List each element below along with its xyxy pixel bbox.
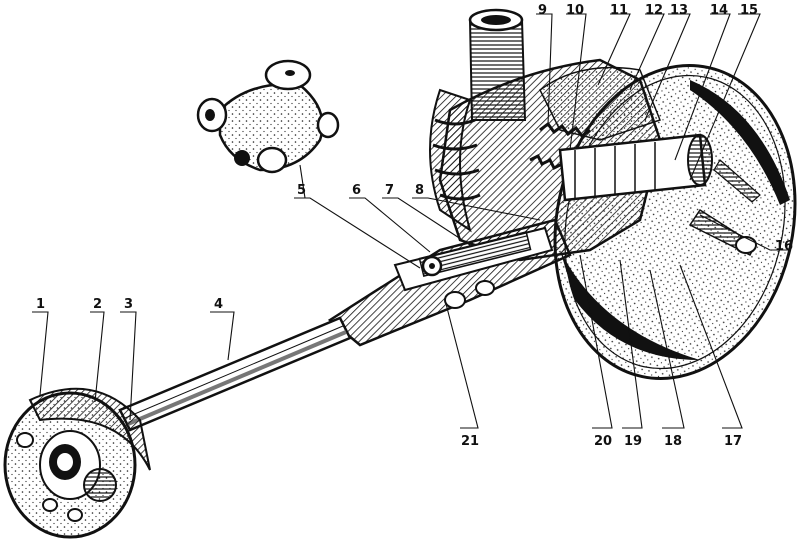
label-15: 15 bbox=[740, 3, 758, 18]
label-10: 10 bbox=[566, 3, 584, 18]
callout-labels: 1 2 3 4 5 6 7 8 9 10 11 12 13 14 15 16 1… bbox=[36, 3, 793, 449]
long-shaft bbox=[118, 316, 352, 432]
label-14: 14 bbox=[710, 3, 728, 18]
label-13: 13 bbox=[670, 3, 688, 18]
label-7: 7 bbox=[385, 183, 394, 198]
label-9: 9 bbox=[538, 3, 547, 18]
label-19: 19 bbox=[624, 434, 642, 449]
label-12: 12 bbox=[645, 3, 663, 18]
label-18: 18 bbox=[664, 434, 682, 449]
universal-joint-spider bbox=[196, 59, 340, 174]
label-16: 16 bbox=[775, 239, 793, 254]
label-17: 17 bbox=[724, 434, 742, 449]
label-21: 21 bbox=[461, 434, 479, 449]
drag-link-assembly bbox=[327, 218, 572, 347]
label-11: 11 bbox=[610, 3, 628, 18]
label-5: 5 bbox=[297, 183, 306, 198]
label-1: 1 bbox=[36, 297, 45, 312]
label-3: 3 bbox=[124, 297, 133, 312]
gear-housing bbox=[438, 58, 713, 262]
label-6: 6 bbox=[352, 183, 361, 198]
leader-lines bbox=[32, 13, 790, 429]
coupling-disc bbox=[3, 387, 151, 539]
label-2: 2 bbox=[93, 297, 102, 312]
label-8: 8 bbox=[415, 183, 424, 198]
label-20: 20 bbox=[594, 434, 612, 449]
label-4: 4 bbox=[214, 297, 223, 312]
